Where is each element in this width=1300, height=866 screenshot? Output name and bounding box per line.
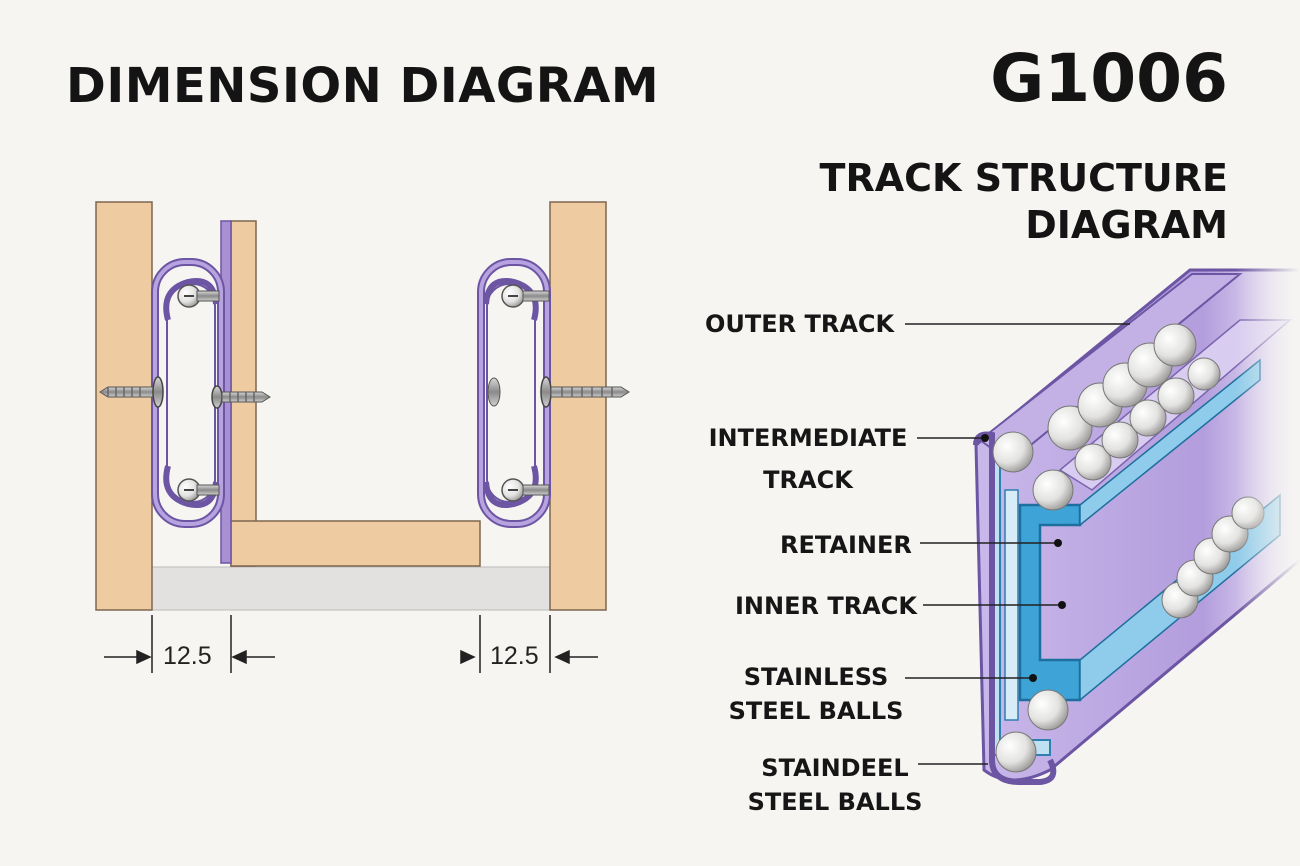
leader-dots	[981, 434, 1066, 682]
right-upper-bolt-icon	[501, 284, 550, 308]
upper-ball-row	[992, 323, 1197, 473]
right-cabinet-panel	[549, 201, 607, 611]
middle-ball-row	[1032, 357, 1221, 511]
left-upper-bolt-icon	[177, 284, 220, 308]
dimension-diagram-title: DIMENSION DIAGRAM	[66, 58, 660, 114]
left-slide-rail	[151, 258, 225, 528]
retainer-label: RETAINER	[780, 531, 912, 559]
model-number: G1006	[990, 40, 1228, 117]
right-gap-dimension: 12.5	[490, 642, 539, 670]
right-cabinet-screw-icon	[540, 376, 630, 408]
left-gap-dimension: 12.5	[163, 642, 212, 670]
floor-shadow	[151, 566, 551, 611]
track-structure-title-line1: TRACK STRUCTURE	[819, 156, 1228, 200]
intermediate-track-label-line2: TRACK	[763, 466, 853, 494]
front-ball-bottom	[995, 731, 1037, 773]
right-lower-bolt-icon	[501, 478, 550, 502]
intermediate-track-label: INTERMEDIATE TRACK	[705, 421, 911, 494]
inner-track-label: INNER TRACK	[735, 592, 917, 620]
left-lower-bolt-icon	[177, 478, 220, 502]
track-structure-title: TRACK STRUCTURE DIAGRAM	[820, 155, 1228, 249]
left-cabinet-screw-icon	[99, 376, 164, 408]
leader-lines	[905, 323, 1130, 765]
stainless-steel-balls-label: STAINLESS STEEL BALLS	[726, 660, 906, 728]
left-cabinet-panel	[95, 201, 153, 611]
drawer-screw-icon	[211, 385, 271, 409]
outer-track-label: OUTER TRACK	[705, 310, 895, 338]
dimension-diagram	[95, 201, 630, 673]
right-slide-rail	[477, 258, 551, 528]
staindeel-steel-balls-line2: STEEL BALLS	[747, 788, 923, 816]
staindeel-steel-balls-line1: STAINDEEL	[761, 754, 909, 782]
staindeel-steel-balls-label: STAINDEEL STEEL BALLS	[745, 751, 925, 819]
right-dimension-marker	[460, 615, 598, 673]
front-ball-lower	[1027, 689, 1069, 731]
drawer-bottom-panel	[230, 520, 481, 567]
track-structure-title-line2: DIAGRAM	[1025, 203, 1228, 247]
stainless-steel-balls-line1: STAINLESS	[743, 663, 889, 691]
intermediate-track-label-line1: INTERMEDIATE	[708, 424, 908, 452]
stainless-steel-balls-line2: STEEL BALLS	[728, 697, 904, 725]
track-structure-diagram	[905, 260, 1300, 820]
left-dimension-marker	[104, 615, 275, 673]
